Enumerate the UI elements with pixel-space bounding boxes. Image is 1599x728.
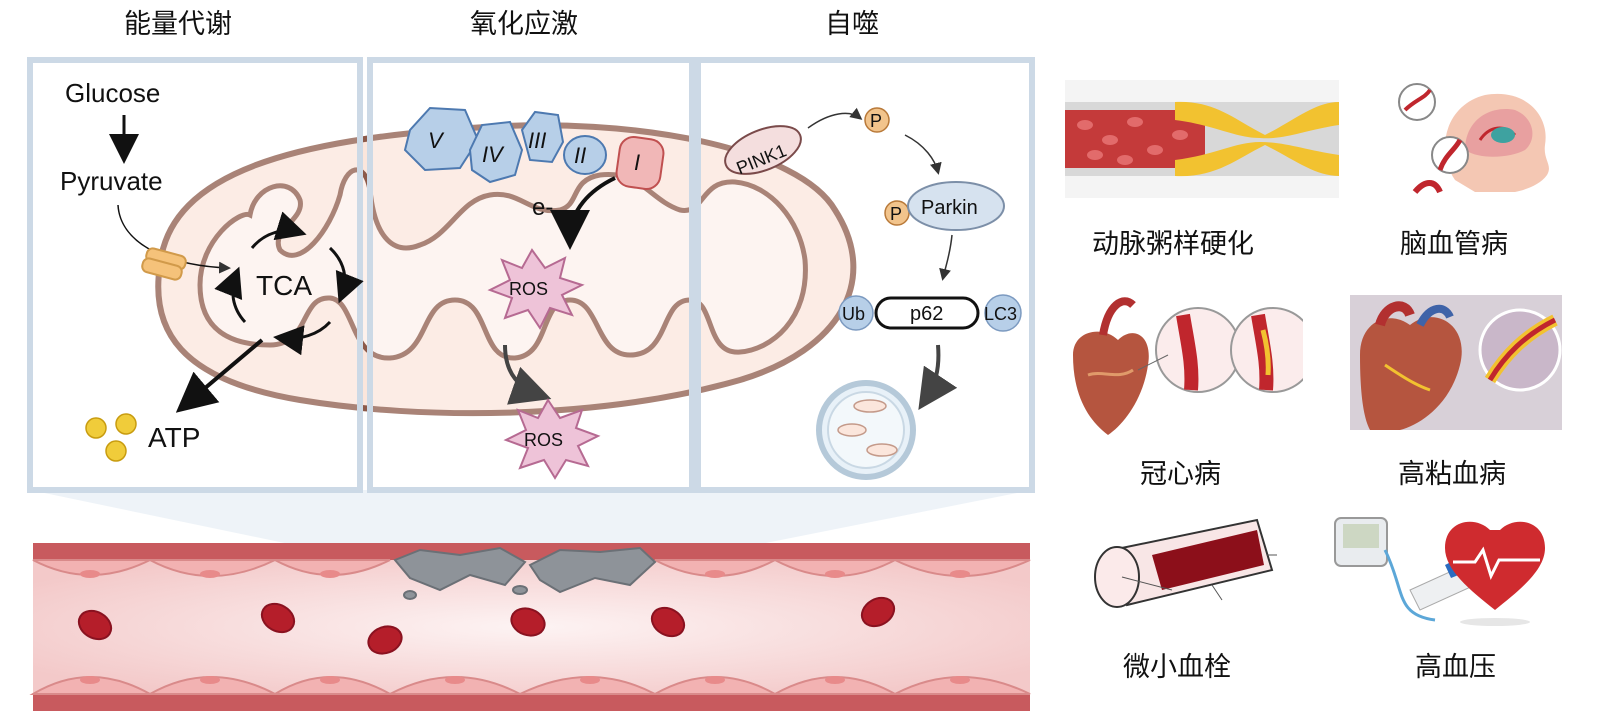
complex-ii-label: II (574, 143, 586, 168)
svg-text:P: P (890, 204, 902, 224)
hypertension-label: 高血压 (1415, 652, 1496, 683)
complex-i-icon (615, 135, 665, 191)
atherosclerosis-label: 动脉粥样硬化 (1092, 229, 1254, 260)
hypertension-image (1325, 510, 1565, 628)
mitochondria-diagram: Glucose Pyruvate TCA ATP (27, 57, 1035, 711)
complex-iii-label: III (528, 128, 546, 153)
zoom-lines (30, 490, 1032, 565)
glucose-label: Glucose (65, 78, 160, 108)
coronary-heart-disease-image (1063, 285, 1303, 440)
cerebrovascular-image (1395, 80, 1557, 195)
pink1-node: PINK1 (724, 125, 802, 178)
atp-label: ATP (148, 422, 200, 453)
microthrombus-image (1082, 515, 1282, 615)
p62-node: p62 (874, 296, 980, 330)
lc3-node: LC3 (984, 294, 1022, 332)
microthrombus-label: 微小血栓 (1123, 652, 1231, 683)
svg-text:Parkin: Parkin (921, 197, 978, 219)
section-title-oxidative-stress: 氧化应激 (470, 9, 578, 40)
blood-vessel (29, 543, 1031, 711)
ros-star-outer: ROS (503, 398, 601, 480)
hyperviscosity-label: 高粘血病 (1398, 459, 1506, 490)
tca-label: TCA (256, 270, 312, 301)
coronary-heart-disease-label: 冠心病 (1140, 459, 1221, 490)
section-title-autophagy: 自噬 (825, 9, 879, 40)
svg-text:Ub: Ub (842, 304, 865, 324)
phosphate-top-icon: P (864, 107, 890, 133)
svg-text:ROS: ROS (509, 279, 548, 299)
parkin-node: Parkin (907, 181, 1005, 231)
damaged-endothelial-cells (393, 546, 657, 600)
ub-node: Ub (838, 295, 874, 331)
tca-cycle-arrows (214, 211, 364, 356)
phosphate-parkin-icon: P (884, 200, 910, 226)
pyruvate-label: Pyruvate (60, 166, 163, 196)
svg-text:LC3: LC3 (984, 304, 1017, 324)
section-title-energy-metabolism: 能量代谢 (124, 9, 232, 40)
svg-text:P: P (870, 111, 882, 131)
cerebrovascular-label: 脑血管病 (1400, 229, 1508, 260)
svg-text:ROS: ROS (524, 430, 563, 450)
energy-metabolism-panel: Glucose Pyruvate TCA ATP (60, 78, 364, 462)
autophagosome-icon (816, 380, 916, 480)
red-blood-cells (77, 596, 896, 655)
complex-v-label: V (428, 128, 445, 153)
electron-transport-chain (403, 106, 607, 184)
ros-star-inner: ROS (487, 248, 585, 330)
autophagy-panel: PINK1 P P Parkin Ub p62 LC3 (724, 107, 1022, 480)
atp-molecules-icon (85, 413, 137, 462)
oxidative-stress-panel: V IV III II I e- ROS ROS (403, 106, 665, 480)
atherosclerosis-image (1065, 80, 1339, 198)
complex-iv-label: IV (482, 142, 505, 167)
complex-i-label: I (634, 150, 640, 175)
hyperviscosity-image (1350, 295, 1562, 430)
electron-label: e- (532, 194, 553, 221)
svg-text:p62: p62 (910, 303, 943, 325)
